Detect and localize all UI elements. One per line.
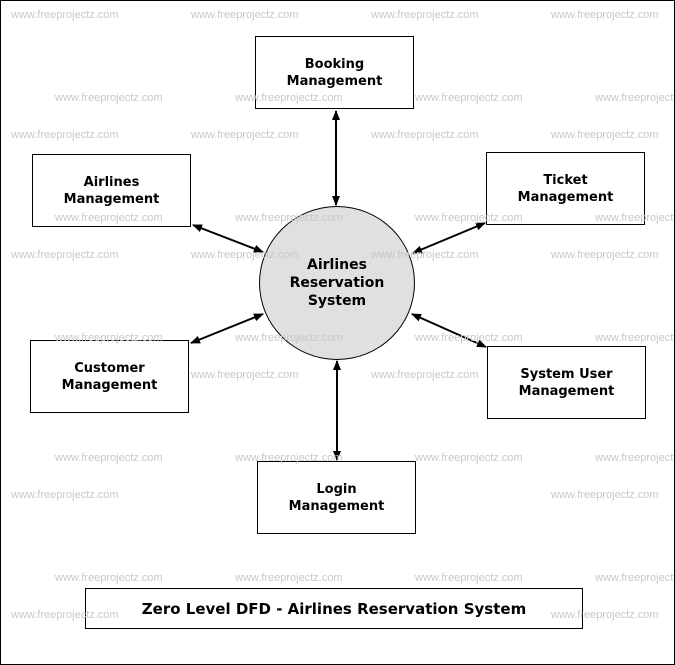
process-label: Reservation	[289, 275, 385, 291]
entity-label: Management	[288, 498, 385, 514]
arrow-ticket	[412, 222, 486, 254]
diagram-title-box: Zero Level DFD - Airlines Reservation Sy…	[85, 588, 583, 629]
entity-label: Customer	[74, 360, 145, 376]
entity-label: Management	[286, 73, 383, 89]
entity-label: Booking	[304, 56, 365, 72]
entity-label: Login	[316, 481, 357, 497]
entity-label: Ticket	[543, 172, 588, 188]
entity-label: Management	[63, 191, 160, 207]
arrow-customer	[190, 313, 264, 344]
entity-label: Management	[517, 189, 614, 205]
diagram-title: Zero Level DFD - Airlines Reservation Sy…	[141, 599, 527, 618]
process-label: System	[307, 293, 367, 309]
arrow-airlines	[192, 224, 264, 253]
entity-label: Management	[61, 377, 158, 393]
process-label: Airlines	[307, 257, 367, 273]
entity-label: System User	[520, 366, 613, 382]
process-airlines-reservation-system: Airlines Reservation System	[259, 206, 415, 360]
entity-label: Management	[518, 383, 615, 399]
arrow-system-user	[411, 313, 487, 348]
entity-label: Airlines	[83, 174, 140, 190]
